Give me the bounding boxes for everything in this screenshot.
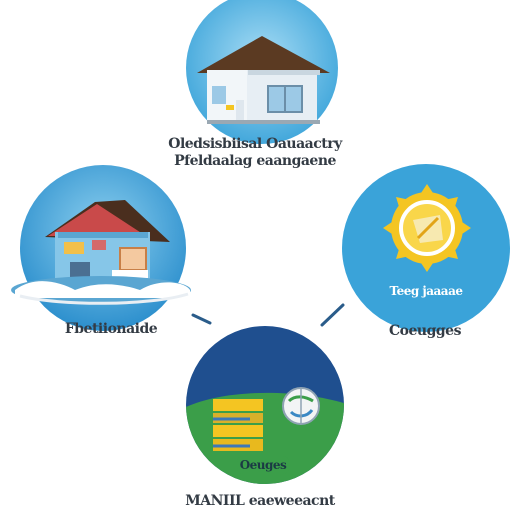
house-icon [197,36,330,124]
snow-house-icon [11,200,191,305]
globe-icon [282,387,320,425]
sun-icon [383,184,471,272]
connector-left [191,313,212,325]
connector-right [320,303,345,327]
bottom-node-inner-label: Oeuges [239,458,287,472]
coin-stack-icon [213,399,263,451]
bottom-node [186,326,344,484]
right-node-inner-label: Teeg jaaaae [389,284,463,298]
top-node [186,0,338,144]
left-node [11,165,191,331]
top-title-line1: Oledsisbiisal Oauaactry [168,136,342,152]
right-node-label: Coeugges [389,323,461,339]
top-node-title: Oledsisbiisal Oauaactry Pfeldaalag eaang… [150,136,360,170]
left-node-label: Fbetiionaide [64,321,158,337]
bottom-node-title: MANIIL eaeweeacnt [185,493,335,509]
right-node [342,164,510,332]
top-title-line2: Pfeldaalag eaangaene [174,153,336,169]
